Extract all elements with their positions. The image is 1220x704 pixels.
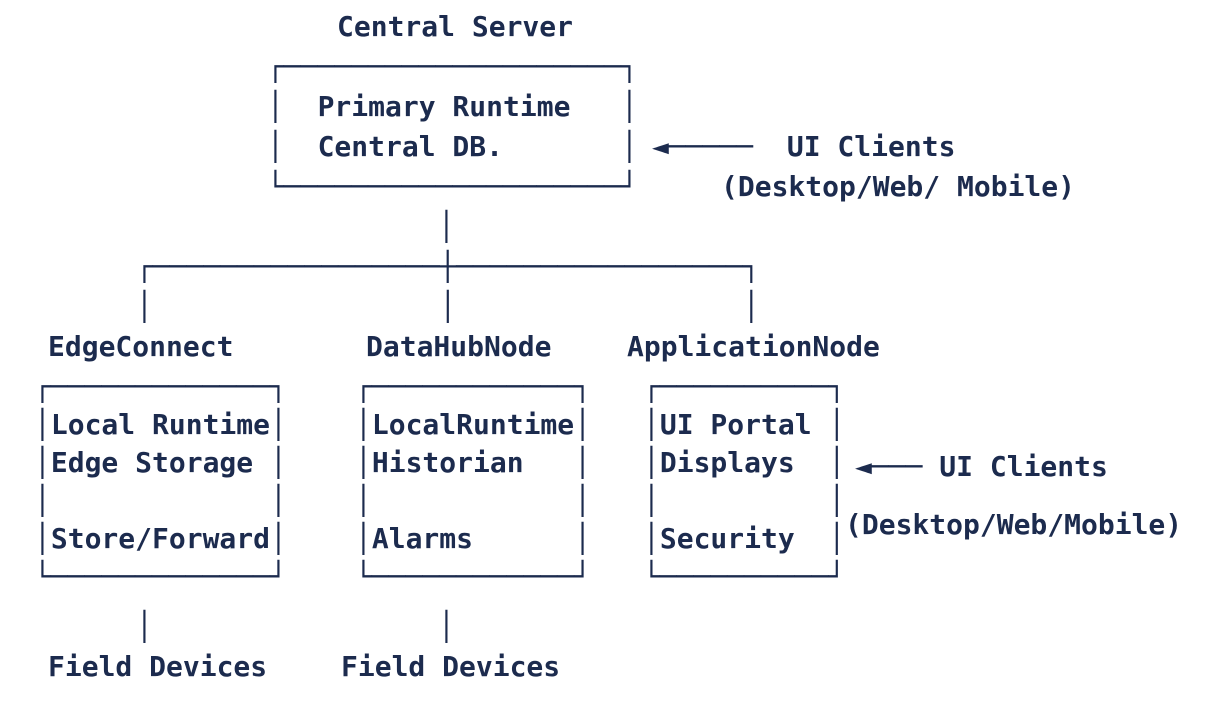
edgeconnect-label: EdgeConnect	[48, 330, 234, 363]
ui-clients-side-arrow: ◄─── UI Clients	[855, 450, 1108, 483]
applicationnode-box: ┌──────────┐ │UI Portal │ │Displays │ │ …	[643, 370, 846, 593]
applicationnode-label: ApplicationNode	[627, 330, 880, 363]
edgeconnect-field-devices-label: Field Devices	[48, 650, 268, 683]
ui-clients-top-arrow: ◄───── UI Clients	[652, 130, 956, 163]
edgeconnect-box: ┌─────────────┐ │Local Runtime│ │Edge St…	[34, 370, 287, 593]
central-stem-connector: │	[438, 210, 455, 243]
central-server-title: Central Server	[337, 10, 574, 43]
edgeconnect-field-link: │	[136, 610, 153, 643]
datahubnode-field-devices-label: Field Devices	[341, 650, 561, 683]
ui-clients-side-note: (Desktop/Web/Mobile)	[845, 508, 1183, 541]
ui-clients-top-note: (Desktop/Web/ Mobile)	[721, 170, 1076, 203]
branch-drop-connectors: │ │ │	[136, 290, 760, 323]
central-server-box: ┌────────────────────┐ │ Primary Runtime…	[267, 50, 638, 203]
datahubnode-label: DataHubNode	[366, 330, 552, 363]
datahubnode-field-link: │	[438, 610, 455, 643]
branch-connector: ┌─────────────────┼─────────────────┐	[136, 250, 760, 283]
datahubnode-box: ┌────────────┐ │LocalRuntime│ │Historian…	[355, 370, 592, 593]
